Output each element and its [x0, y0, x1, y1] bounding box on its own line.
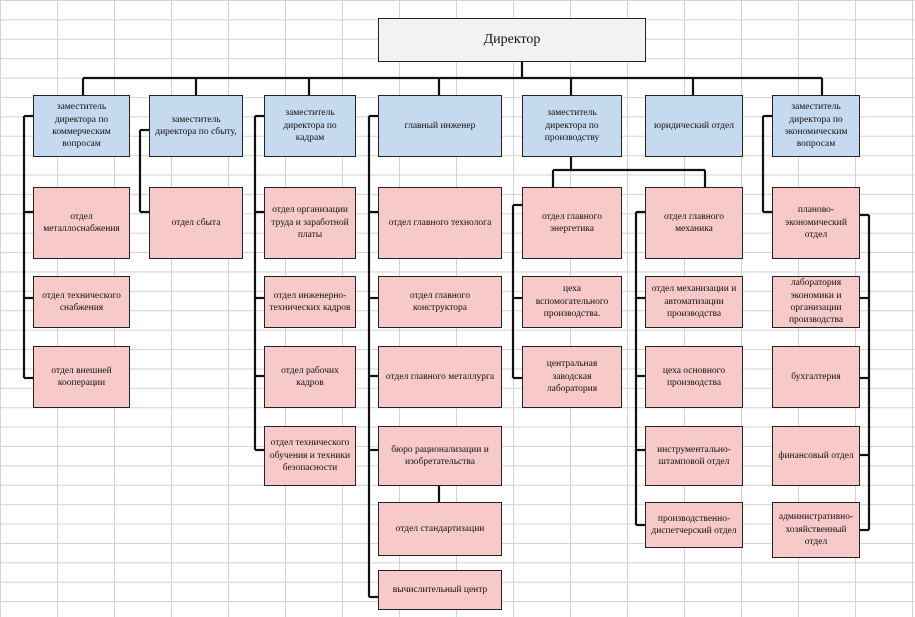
- dept-production-dispatch: производственно-диспетчерский отдел: [645, 502, 743, 548]
- dept-technical-supply: отдел технического снабжения: [33, 276, 130, 328]
- dept-worker-staff: отдел рабочих кадров: [264, 346, 356, 408]
- dept-external-cooperation: отдел внешней кооперации: [33, 346, 130, 408]
- auxiliary-production-shops: цеха вспомогательного производства.: [522, 276, 622, 328]
- dept-sales: отдел сбыта: [149, 187, 243, 259]
- deputy-economics: заместитель директора по экономическим в…: [772, 95, 860, 157]
- dept-metal-supply: отдел металлоснабжения: [33, 187, 130, 259]
- dept-chief-power-engineer: отдел главного энергетика: [522, 187, 622, 259]
- legal-dept: юридический отдел: [645, 95, 743, 157]
- main-production-shops: цеха основного производства: [645, 346, 743, 408]
- deputy-hr: заместитель директора по кадрам: [264, 95, 356, 157]
- dept-finance: финансовый отдел: [772, 426, 860, 486]
- dept-training-safety: отдел технического обучения и техники бе…: [264, 426, 356, 486]
- dept-standardization: отдел стандартизации: [378, 502, 502, 556]
- computing-center: вычислительный центр: [378, 570, 502, 610]
- deputy-sales: заместитель директора по сбыту,: [149, 95, 243, 157]
- lab-economics-organization: лаборатория экономики и организации прои…: [772, 276, 860, 328]
- dept-tool-stamping: инструментально-штамповой отдел: [645, 426, 743, 486]
- deputy-production: заместитель директора по производству: [522, 95, 622, 157]
- dept-chief-designer: отдел главного конструктора: [378, 276, 502, 328]
- chief-engineer: главный инженер: [378, 95, 502, 157]
- bureau-rationalization: бюро рационализации и изобретательства: [378, 426, 502, 486]
- dept-engineering-staff: отдел инженерно-технических кадров: [264, 276, 356, 328]
- accounting: бухгалтерия: [772, 346, 860, 408]
- dept-administrative: административно-хозяйственный отдел: [772, 502, 860, 558]
- dept-chief-metallurgist: отдел главного металлурга: [378, 346, 502, 408]
- dept-mechanization-automation: отдел механизации и автоматизации произв…: [645, 276, 743, 328]
- deputy-commerce: заместитель директора по коммерческим во…: [33, 95, 130, 157]
- dept-planning-economics: планово-экономический отдел: [772, 187, 860, 259]
- dept-chief-technologist: отдел главного технолога: [378, 187, 502, 259]
- dept-chief-mechanic: отдел главного механика: [645, 187, 743, 259]
- director-box: Директор: [378, 18, 646, 62]
- dept-labor-organization: отдел организации труда и заработной пла…: [264, 187, 356, 259]
- central-factory-lab: центральная заводская лаборатория: [522, 346, 622, 408]
